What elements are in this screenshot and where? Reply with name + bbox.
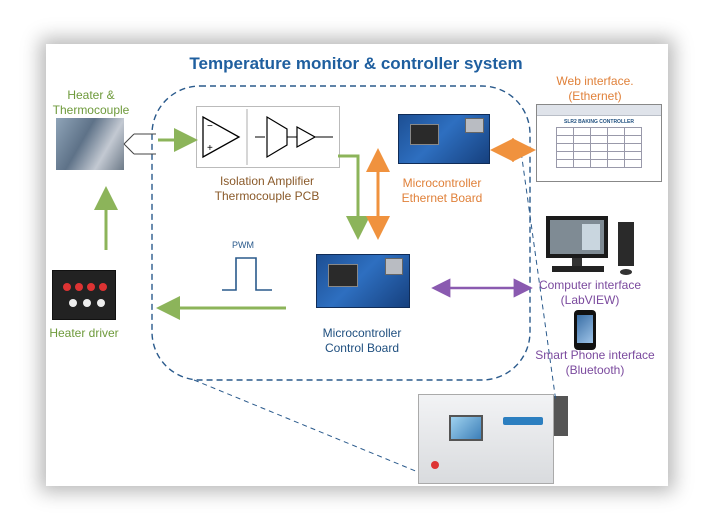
smartphone-photo xyxy=(574,310,596,350)
ethernet-board-photo xyxy=(398,114,490,164)
svg-text:−: − xyxy=(207,121,213,132)
controller-device-photo xyxy=(418,394,554,484)
isolation-amplifier-schematic: − + xyxy=(196,106,340,168)
web-interface-label: Web interface.(Ethernet) xyxy=(556,74,634,103)
heater-label: Heater &Thermocouple xyxy=(52,88,130,117)
system-boundary xyxy=(151,85,531,381)
computer-photo xyxy=(542,214,638,280)
heater-driver-photo xyxy=(52,270,116,320)
web-shot-title: SLR2 BAKING CONTROLLER xyxy=(564,119,634,125)
web-interface-screenshot: SLR2 BAKING CONTROLLER xyxy=(536,104,662,182)
svg-text:+: + xyxy=(207,143,213,154)
device-side-object xyxy=(554,396,568,436)
heater-photo xyxy=(56,118,124,170)
heater-driver-label: Heater driver xyxy=(49,326,119,340)
diagram-connectors xyxy=(94,85,557,473)
page-title: Temperature monitor & controller system xyxy=(189,54,523,73)
smartphone-interface-label: Smart Phone interface(Bluetooth) xyxy=(535,348,655,377)
control-board-photo xyxy=(316,254,410,308)
pwm-label: PWM xyxy=(232,240,254,250)
computer-interface-label: Computer interface(LabVIEW) xyxy=(538,278,642,307)
diagram-slide: Temperature monitor & controller system … xyxy=(46,44,668,486)
